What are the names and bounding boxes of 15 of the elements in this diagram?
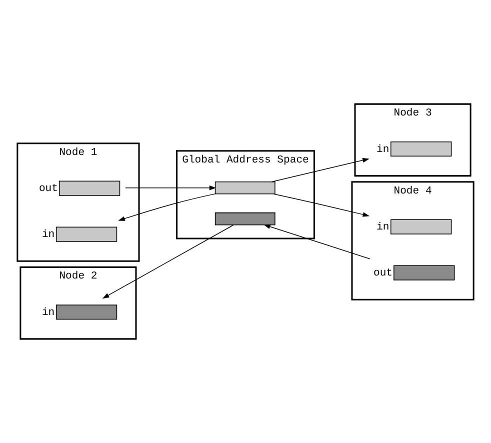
arrow xyxy=(118,193,216,221)
node-label: in xyxy=(376,144,390,156)
arrow xyxy=(273,194,370,217)
arrow xyxy=(125,186,216,190)
node-bar xyxy=(214,212,276,226)
node-bar xyxy=(214,181,276,194)
node-label: in xyxy=(42,306,55,319)
node-label: in xyxy=(42,229,55,242)
arrow xyxy=(102,224,234,299)
arrow xyxy=(264,224,370,260)
node-label: out xyxy=(374,268,393,280)
arrow xyxy=(271,158,370,182)
node-label: in xyxy=(376,222,390,234)
cluster: Global Address Space xyxy=(176,150,315,240)
node-label: out xyxy=(38,183,58,196)
